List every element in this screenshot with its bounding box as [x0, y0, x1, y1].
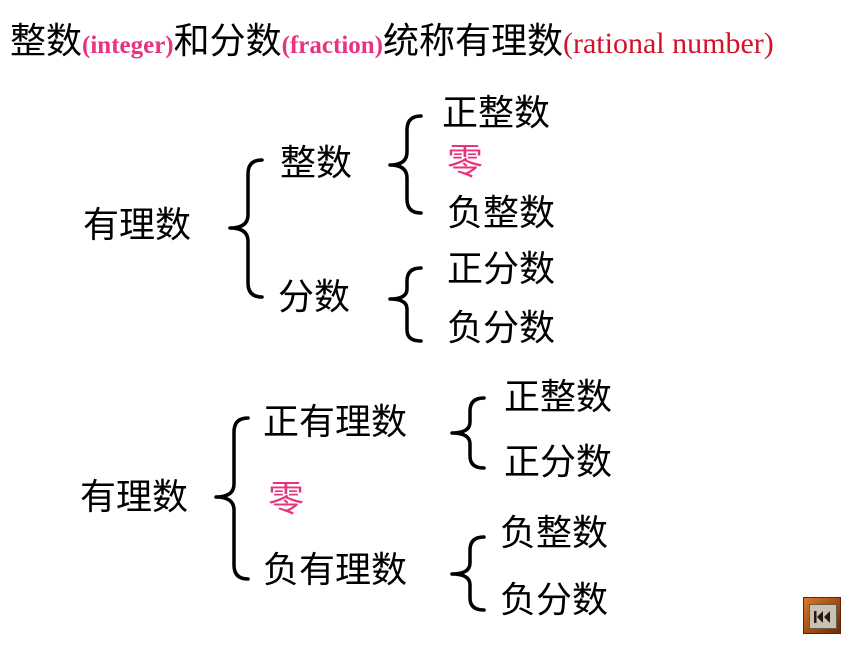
d1-positive-integer-label: 正整数: [442, 93, 551, 134]
d2-positive-integer-label: 正整数: [504, 377, 613, 418]
d2-positive-rational-label: 正有理数: [263, 402, 408, 443]
d2-negative-rational-label: 负有理数: [263, 550, 408, 591]
d2-positive-fraction-label: 正分数: [504, 442, 613, 483]
title-rational-en: (rational number): [563, 27, 774, 60]
brace-d1-integer: [388, 114, 423, 215]
d2-negative-integer-label: 负整数: [500, 513, 609, 554]
d1-negative-integer-label: 负整数: [447, 193, 556, 234]
title-integer: 整数: [10, 21, 83, 62]
d1-zero-label: 零: [447, 142, 484, 183]
d1-integer-label: 整数: [280, 143, 353, 184]
title-fraction-en: (fraction): [281, 32, 383, 59]
brace-d2-positive: [450, 396, 486, 470]
title-integer-en: (integer): [82, 32, 174, 59]
skip-back-icon: [809, 604, 837, 629]
page-title: 整数(integer)和分数(fraction)统称有理数(rational n…: [10, 24, 774, 60]
d1-root-label: 有理数: [83, 205, 192, 246]
d2-root-label: 有理数: [80, 477, 189, 518]
title-fraction: 和分数: [173, 21, 282, 62]
d1-negative-fraction-label: 负分数: [447, 308, 556, 349]
back-to-start-button[interactable]: [803, 597, 841, 634]
brace-d1-fraction: [388, 266, 423, 343]
brace-d2-negative: [450, 535, 486, 612]
brace-d2-root: [214, 416, 250, 581]
d1-positive-fraction-label: 正分数: [447, 249, 556, 290]
brace-d1-root: [228, 158, 264, 299]
d2-zero-label: 零: [268, 479, 305, 520]
title-rational: 统称有理数: [383, 21, 564, 62]
d1-fraction-label: 分数: [278, 277, 351, 318]
d2-negative-fraction-label: 负分数: [500, 580, 609, 621]
